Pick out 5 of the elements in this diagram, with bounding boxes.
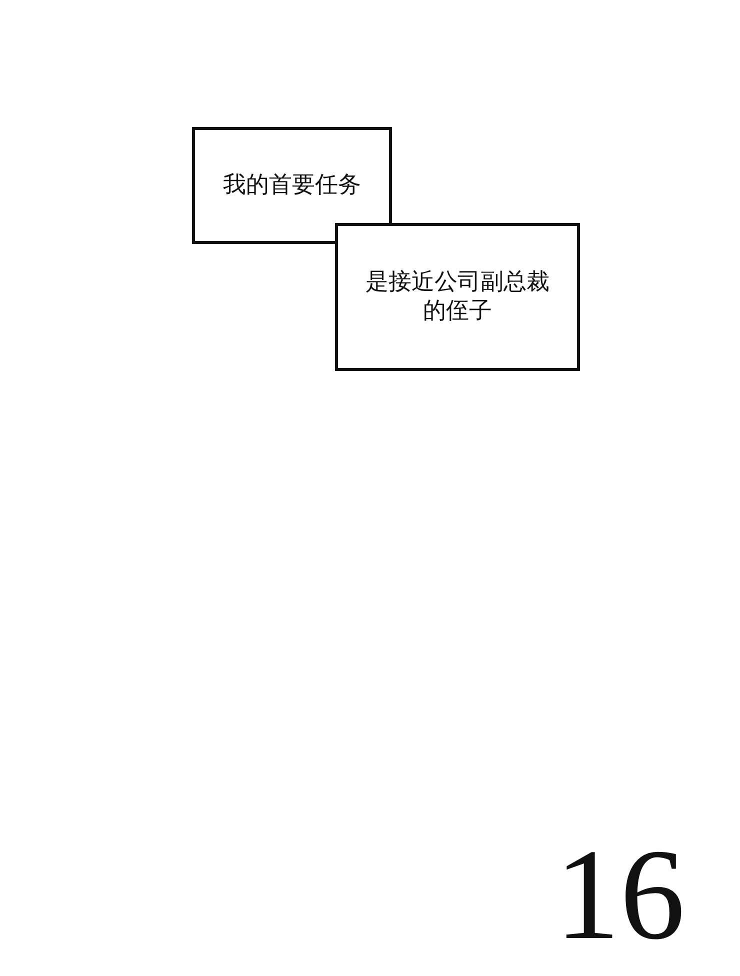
- caption-text: 是接近公司副总裁的侄子: [364, 268, 550, 326]
- caption-text: 我的首要任务: [223, 171, 361, 200]
- caption-box: [335, 223, 580, 371]
- page-number: 16: [555, 830, 685, 960]
- caption-box: [192, 127, 392, 244]
